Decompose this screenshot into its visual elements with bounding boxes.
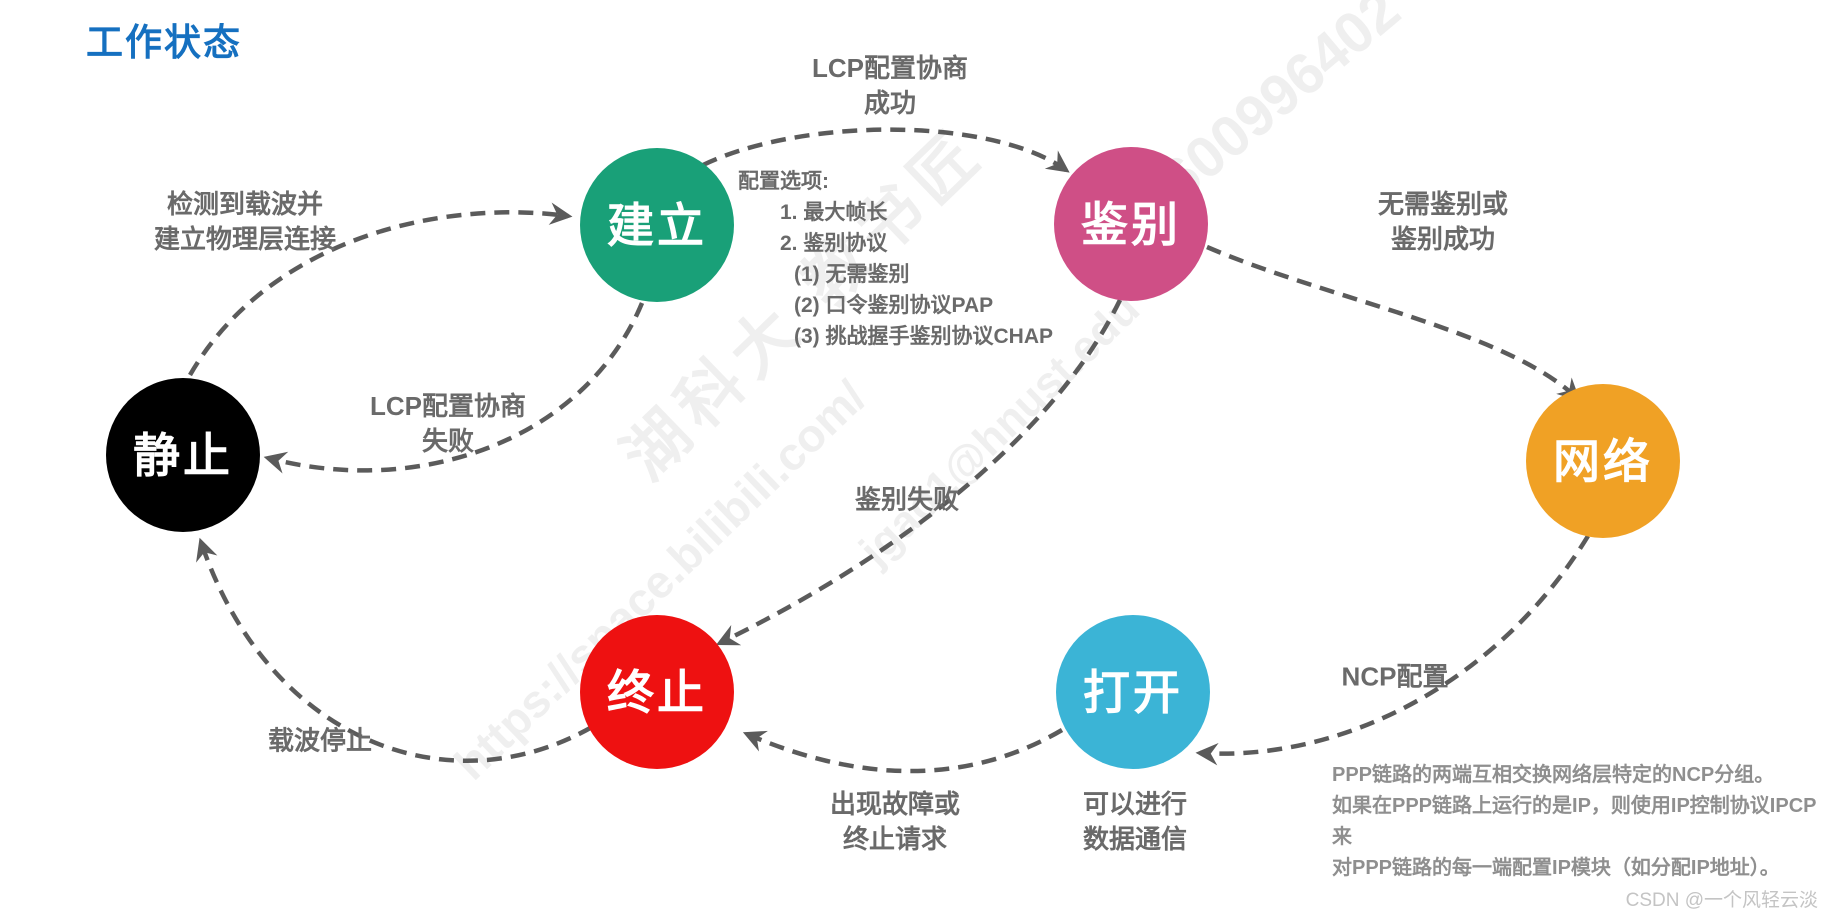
state-open: 打开 [1056,615,1210,769]
label-ncp-config: NCP配置 [1341,661,1449,692]
state-authenticate: 鉴别 [1054,147,1208,301]
state-establish-label: 建立 [607,198,707,252]
state-terminate: 终止 [580,615,734,769]
label-lcp-success: LCP配置协商 成功 [811,52,969,118]
state-quiet-label: 静止 [133,428,233,482]
csdn-credit: CSDN @一个风轻云淡 [1625,890,1818,911]
arrow-open-to-terminate [742,728,1064,774]
arrow-terminate-to-quiet [196,537,594,763]
label-carrier-stop: 载波停止 [267,725,373,756]
label-failure: 出现故障或 终止请求 [829,788,961,854]
page-title: 工作状态 [86,22,242,63]
config-option-item: (3) 挑战握手鉴别协议CHAP [794,325,1054,348]
label-auth-ok: 无需鉴别或 鉴别成功 [1377,188,1509,254]
config-options-heading: 配置选项: [738,170,829,193]
label-open-note: 可以进行 数据通信 [1082,788,1188,854]
state-establish: 建立 [580,148,734,302]
state-network: 网络 [1526,384,1680,538]
arrow-authenticate-to-terminate [715,299,1123,646]
config-option-item: 1. 最大帧长 [780,201,888,224]
state-terminate-label: 终止 [607,665,707,719]
label-auth-fail: 鉴别失败 [854,484,960,515]
ncp-paragraph: PPP链路的两端互相交换网络层特定的NCP分组。 如果在PPP链路上运行的是IP… [1332,764,1817,879]
state-open-label: 打开 [1083,665,1183,719]
arrow-network-to-open [1195,534,1590,766]
state-quiet: 静止 [106,378,260,532]
state-authenticate-label: 鉴别 [1081,197,1181,251]
arrow-establish-to-quiet [263,302,645,474]
config-options-list: 配置选项: 1. 最大帧长 2. 鉴别协议 (1) 无需鉴别 (2) 口令鉴别协… [738,166,1053,352]
config-option-item: 2. 鉴别协议 [780,232,888,255]
config-option-item: (1) 无需鉴别 [794,263,910,286]
state-network-label: 网络 [1553,434,1653,488]
label-detect-carrier: 检测到载波并 建立物理层连接 [153,188,337,254]
arrow-establish-to-authenticate [702,127,1070,173]
arrow-quiet-to-establish [188,202,573,377]
config-option-item: (2) 口令鉴别协议PAP [794,294,994,317]
arrow-authenticate-to-network [1206,244,1581,402]
label-lcp-fail: LCP配置协商 失败 [369,390,527,456]
